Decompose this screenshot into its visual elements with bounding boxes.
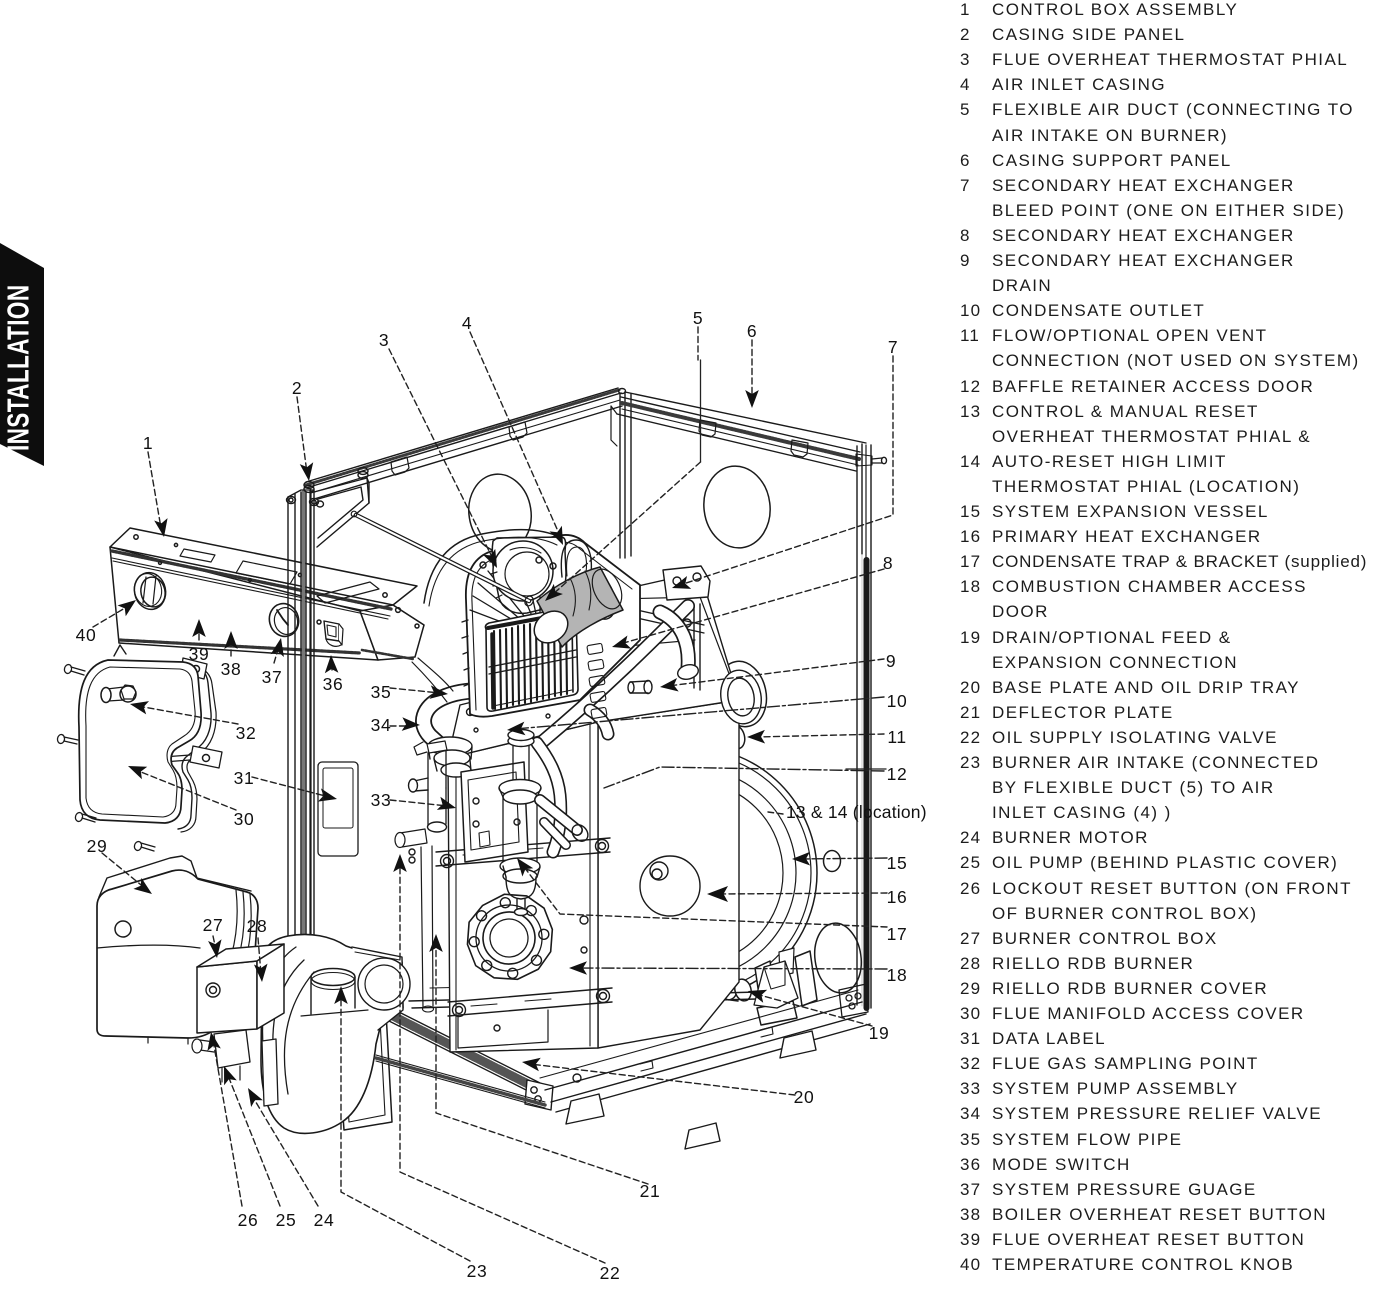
svg-text:3: 3 — [379, 330, 389, 350]
svg-text:17: 17 — [887, 924, 908, 944]
svg-text:26: 26 — [238, 1210, 259, 1230]
svg-text:6: 6 — [747, 321, 757, 341]
svg-text:29: 29 — [87, 836, 108, 856]
svg-text:39: 39 — [189, 644, 210, 664]
svg-text:37: 37 — [262, 667, 283, 687]
svg-text:5: 5 — [693, 308, 703, 328]
svg-text:18: 18 — [887, 965, 908, 985]
svg-text:23: 23 — [467, 1261, 488, 1281]
svg-text:16: 16 — [887, 887, 908, 907]
svg-text:40: 40 — [76, 625, 97, 645]
svg-text:38: 38 — [221, 659, 242, 679]
svg-text:24: 24 — [314, 1210, 335, 1230]
svg-text:7: 7 — [888, 337, 898, 357]
svg-text:22: 22 — [600, 1263, 621, 1283]
svg-text:20: 20 — [794, 1087, 815, 1107]
svg-text:28: 28 — [247, 916, 268, 936]
svg-text:2: 2 — [292, 378, 302, 398]
svg-text:10: 10 — [887, 691, 908, 711]
svg-text:9: 9 — [886, 651, 896, 671]
svg-text:12: 12 — [887, 764, 908, 784]
svg-text:INSTALLATION: INSTALLATION — [1, 285, 35, 451]
svg-text:34: 34 — [371, 715, 392, 735]
svg-text:32: 32 — [236, 723, 257, 743]
svg-text:25: 25 — [276, 1210, 297, 1230]
svg-text:31: 31 — [234, 768, 255, 788]
svg-text:33: 33 — [371, 790, 392, 810]
svg-text:11: 11 — [887, 727, 906, 747]
svg-text:21: 21 — [640, 1181, 661, 1201]
svg-text:35: 35 — [371, 682, 392, 702]
svg-text:27: 27 — [203, 915, 224, 935]
svg-text:13 & 14 (location): 13 & 14 (location) — [786, 802, 927, 822]
svg-text:36: 36 — [323, 674, 344, 694]
svg-text:15: 15 — [887, 853, 908, 873]
svg-text:8: 8 — [883, 553, 893, 573]
svg-text:30: 30 — [234, 809, 255, 829]
svg-text:19: 19 — [869, 1023, 890, 1043]
svg-text:1: 1 — [143, 433, 153, 453]
svg-text:4: 4 — [462, 313, 472, 333]
